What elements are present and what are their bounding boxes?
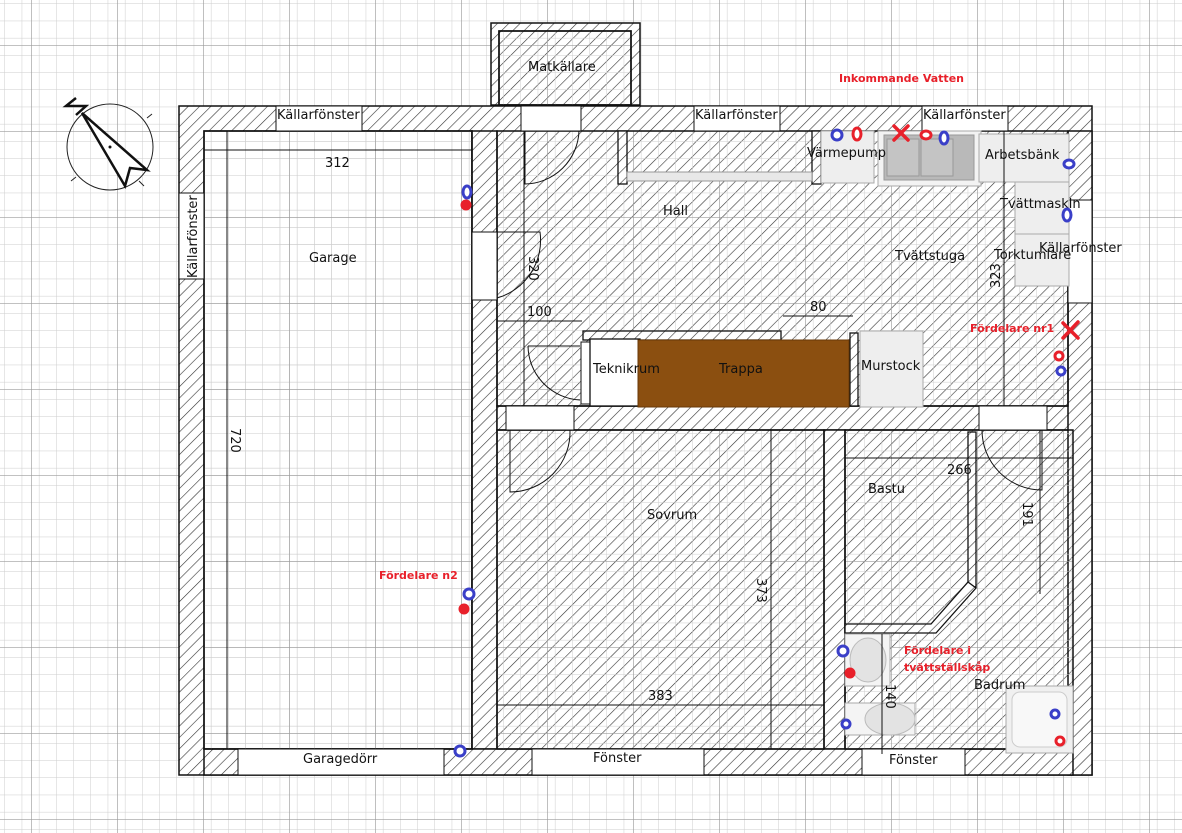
window-label-left: Källarfönster xyxy=(186,195,201,278)
window-openings xyxy=(178,105,1048,776)
fixture-label-arbetsbank: Arbetsbänk xyxy=(985,148,1060,163)
cold-water-icon xyxy=(453,744,467,758)
dim-tvatt-height: 323 xyxy=(989,263,1004,288)
fixture-label-torktumlare: Torktumlare xyxy=(993,248,1071,263)
room-label-tvattstuga: Tvättstuga xyxy=(894,249,965,264)
dim-sovrum-width: 383 xyxy=(648,689,673,704)
room-label-sovrum: Sovrum xyxy=(647,508,697,523)
window-label-badrum: Fönster xyxy=(889,753,938,768)
cold-water-icon xyxy=(840,718,852,730)
water-markers xyxy=(453,126,1076,758)
cold-water-icon xyxy=(1061,207,1073,223)
garage-door-label: Garagedörr xyxy=(303,752,378,767)
window-top-left xyxy=(275,105,363,132)
shutoff-x-icon xyxy=(1061,320,1080,340)
room-label-matkallare: Matkällare xyxy=(528,60,596,75)
window-badrum xyxy=(861,748,966,776)
fixture-label-tvattmaskin: Tvättmaskin xyxy=(999,197,1081,212)
hot-water-icon xyxy=(1054,735,1066,747)
torktumlare-box xyxy=(1014,233,1070,287)
door-sovrum-opening xyxy=(505,405,575,431)
window-sovrum xyxy=(531,748,705,776)
window-label-top-left: Källarfönster xyxy=(277,108,360,123)
door-matkallare-opening xyxy=(520,105,582,132)
fixture-label-varmepump: Värmepump xyxy=(807,146,886,161)
cold-water-icon xyxy=(462,587,476,601)
varmepump-box xyxy=(820,130,875,184)
dim-bastu-width: 266 xyxy=(947,463,972,478)
annotation-fordelare-nr1: Fördelare nr1 xyxy=(970,322,1054,335)
doors xyxy=(496,130,1043,493)
dim-garage-height: 720 xyxy=(227,428,242,453)
cold-water-icon xyxy=(1062,158,1076,170)
partitions xyxy=(582,130,977,634)
dim-hall-height: 320 xyxy=(525,256,540,281)
room-label-badrum: Badrum xyxy=(974,678,1025,693)
window-left xyxy=(178,192,205,280)
hall-bench xyxy=(626,171,813,182)
annotation-fordelare-n2: Fördelare n2 xyxy=(379,569,458,582)
window-top-right xyxy=(921,105,1009,132)
hot-water-icon xyxy=(460,199,472,211)
window-label-right: Källarfönster xyxy=(1039,241,1122,256)
fixtures xyxy=(820,130,1074,754)
teknikrum-box xyxy=(589,338,641,407)
door-bastu-opening xyxy=(978,405,1048,431)
dim-garage-width: 312 xyxy=(325,156,350,171)
room-label-garage: Garage xyxy=(309,251,357,266)
window-top-mid xyxy=(693,105,781,132)
dim-stair-gap: 80 xyxy=(810,300,827,315)
tvattmaskin-box xyxy=(1014,181,1070,235)
cold-water-icon xyxy=(830,128,844,142)
garage-door-opening xyxy=(237,748,445,776)
door-garage-opening xyxy=(471,231,498,301)
arbetsbank-box xyxy=(978,133,1070,183)
window-label-sovrum: Fönster xyxy=(593,751,642,766)
hot-water-icon xyxy=(851,126,863,142)
shutoff-x-icon xyxy=(892,124,910,142)
valve-markers xyxy=(892,124,1080,340)
annotation-inkommande-vatten: Inkommande Vatten xyxy=(839,72,964,85)
cold-water-icon xyxy=(1055,365,1067,377)
cold-water-icon xyxy=(836,644,850,658)
room-interiors xyxy=(203,30,1074,750)
cold-water-icon xyxy=(938,130,950,146)
room-label-bastu: Bastu xyxy=(868,482,905,497)
annotation-fordelare-tvattstall-1: Fördelare i xyxy=(904,644,971,657)
dim-hall-width: 100 xyxy=(527,305,552,320)
stair xyxy=(637,339,850,408)
room-label-teknikrum: Teknikrum xyxy=(592,362,660,377)
murstock-box xyxy=(859,330,924,408)
north-arrow-icon xyxy=(62,97,154,191)
window-label-top-mid: Källarfönster xyxy=(695,108,778,123)
dim-sovrum-height: 373 xyxy=(753,578,768,603)
cold-water-icon xyxy=(461,184,473,200)
dim-bastu-height: 191 xyxy=(1019,502,1034,527)
cold-water-icon xyxy=(1049,708,1061,720)
dim-badrum-height: 140 xyxy=(882,684,897,709)
hot-water-icon xyxy=(844,667,856,679)
room-label-hall: Hall xyxy=(663,204,688,219)
room-label-murstock: Murstock xyxy=(861,359,921,374)
window-label-top-right: Källarfönster xyxy=(923,108,1006,123)
hot-water-icon xyxy=(919,129,933,141)
room-label-trappa: Trappa xyxy=(718,362,763,377)
annotation-fordelare-tvattstall-2: tvättställskåp xyxy=(904,661,990,674)
hot-water-icon xyxy=(458,603,470,615)
hot-water-icon xyxy=(1053,350,1065,362)
dimension-lines xyxy=(204,131,1073,754)
